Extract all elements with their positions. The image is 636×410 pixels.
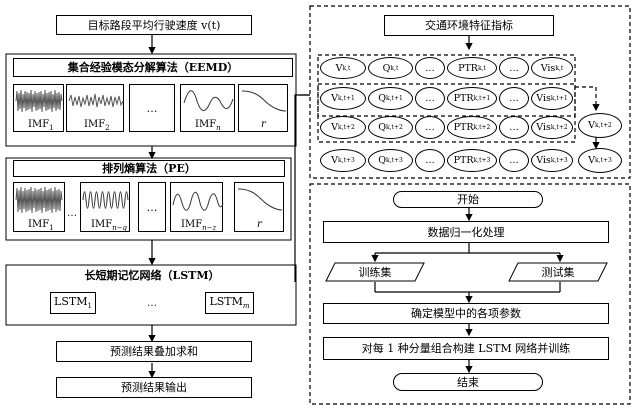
feature-dots-a-1: … xyxy=(415,87,445,110)
eemd-r-thumb: r xyxy=(238,84,288,132)
flow-normalize: 数据归一化处理 xyxy=(323,221,609,243)
feature-dots-b-1: … xyxy=(499,87,529,110)
flow-train-set: 训练集 xyxy=(325,262,425,282)
pe-dots-1: … xyxy=(67,208,77,219)
lstm-m-box: LSTMm xyxy=(205,292,254,314)
imf1-wave xyxy=(15,89,63,113)
target-speed-box: 目标路段平均行驶速度 v(t) xyxy=(56,15,252,35)
feature-dots-a-3: … xyxy=(415,149,445,172)
feature-dots-b-0: … xyxy=(499,57,529,79)
pe-imfq-thumb: IMFn−q xyxy=(80,182,130,232)
pe-imfz-wave xyxy=(172,191,224,211)
imfn-wave xyxy=(183,90,234,111)
lstm-dots: … xyxy=(147,298,157,309)
pe-title: 排列熵算法（PE） xyxy=(13,160,285,177)
pe-imf1-wave xyxy=(15,186,63,214)
imf2-wave xyxy=(68,93,124,108)
pe-dots-thumb: … xyxy=(138,182,166,232)
feature-dots-a-0: … xyxy=(415,57,445,79)
eemd-dots-thumb: … xyxy=(129,84,175,132)
eemd-title: 集合经验模态分解算法（EEMD） xyxy=(13,58,293,77)
flow-end: 结束 xyxy=(393,373,543,391)
pe-imfq-wave xyxy=(82,191,129,209)
flow-params: 确定模型中的各项参数 xyxy=(323,303,609,324)
pe-residual-curve xyxy=(237,188,283,211)
pe-imfz-thumb: IMFn−z xyxy=(170,182,224,232)
feature-dots-b-3: … xyxy=(499,149,529,172)
flow-start: 开始 xyxy=(393,191,543,208)
feature-dots-b-2: … xyxy=(499,116,529,139)
residual-curve xyxy=(241,90,287,112)
eemd-imf2-thumb: IMF2 xyxy=(66,84,124,132)
pe-imf1-thumb: IMF1 xyxy=(13,182,65,232)
feature-title: 交通环境特征指标 xyxy=(384,15,554,36)
lstm-title: 长短期记忆网络（LSTM） xyxy=(13,267,291,284)
eemd-imf1-thumb: IMF1 xyxy=(13,84,64,132)
output-box: 预测结果输出 xyxy=(56,377,252,398)
eemd-imfn-thumb: IMFn xyxy=(180,84,235,132)
flow-test-set: 测试集 xyxy=(508,262,608,282)
pe-r-thumb: r xyxy=(234,182,284,232)
sum-box: 预测结果叠加求和 xyxy=(56,341,252,362)
flow-build: 对每 1 种分量组合构建 LSTM 网络并训练 xyxy=(323,337,609,360)
lstm-1-box: LSTM1 xyxy=(50,292,96,314)
feature-dots-a-2: … xyxy=(415,116,445,139)
